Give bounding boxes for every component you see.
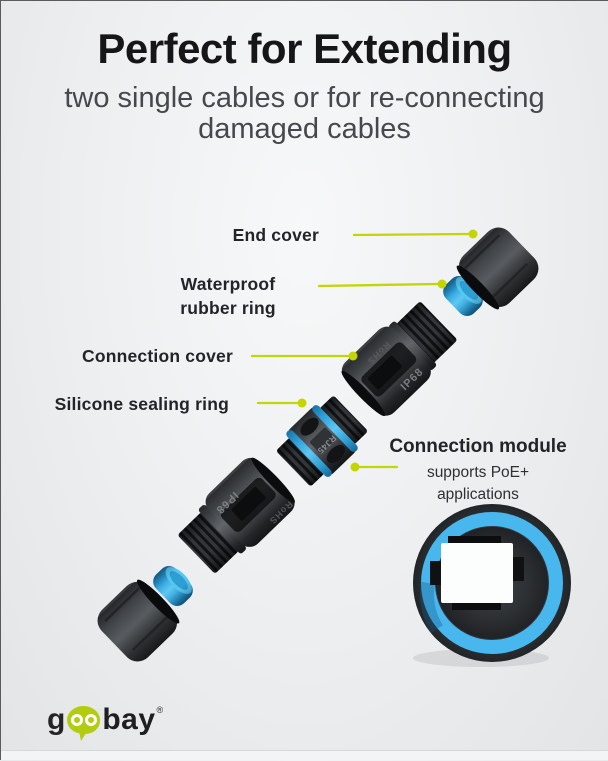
end-cover-bottom-part: [94, 579, 180, 662]
end-cover-leader-dot: [468, 229, 478, 239]
module-leader-dot: [350, 462, 360, 472]
waterproof-leader-dot: [437, 279, 447, 289]
end-cover-top-part: [456, 224, 539, 310]
logo-letter-g: g: [47, 703, 66, 736]
waterproof-leader-line: [317, 282, 439, 288]
connection-cover-leader-dot: [348, 351, 358, 361]
connection-module-label: Connection module: [389, 436, 567, 457]
end-cover-label: End cover: [232, 225, 319, 245]
page-title: Perfect for Extending: [97, 25, 512, 72]
connection-cover-label: Connection cover: [81, 346, 233, 366]
rubber-ring-top-part: [443, 276, 483, 316]
footer-strip: [1, 750, 608, 760]
connection-module-part: RJ45: [277, 396, 367, 486]
page-subtitle: two single cables or for re-connecting d…: [64, 82, 545, 145]
logo-letters-bay: bay: [102, 703, 156, 736]
connection-cover-bottom-part: IP68 RoHS: [178, 457, 295, 573]
logo-ring-o-icon: [84, 714, 97, 726]
connection-module-label-block: Connection module supports PoE+ applicat…: [366, 435, 590, 506]
end-cover-leader-line: [352, 232, 470, 237]
rubber-ring-bottom-part: [153, 566, 193, 606]
leader-lines: [250, 229, 478, 472]
connection-module-sublabel: supports PoE+ applications: [426, 464, 530, 503]
registered-trademark-symbol: ®: [156, 705, 164, 715]
logo-bubble-icon: [67, 706, 101, 734]
waterproof-rubber-ring-label: Waterproof rubber ring: [180, 274, 276, 318]
silicone-sealing-ring-label: Silicone sealing ring: [54, 394, 229, 414]
logo-ring-o-icon: [70, 714, 83, 726]
silicone-leader-dot: [297, 398, 307, 408]
connection-cover-top-part: IP68 RoHS: [341, 302, 457, 416]
rj45-socket-opening: [448, 536, 501, 545]
goobay-logo: g bay ®: [47, 703, 163, 739]
connector-front-view-inset: [413, 504, 571, 667]
